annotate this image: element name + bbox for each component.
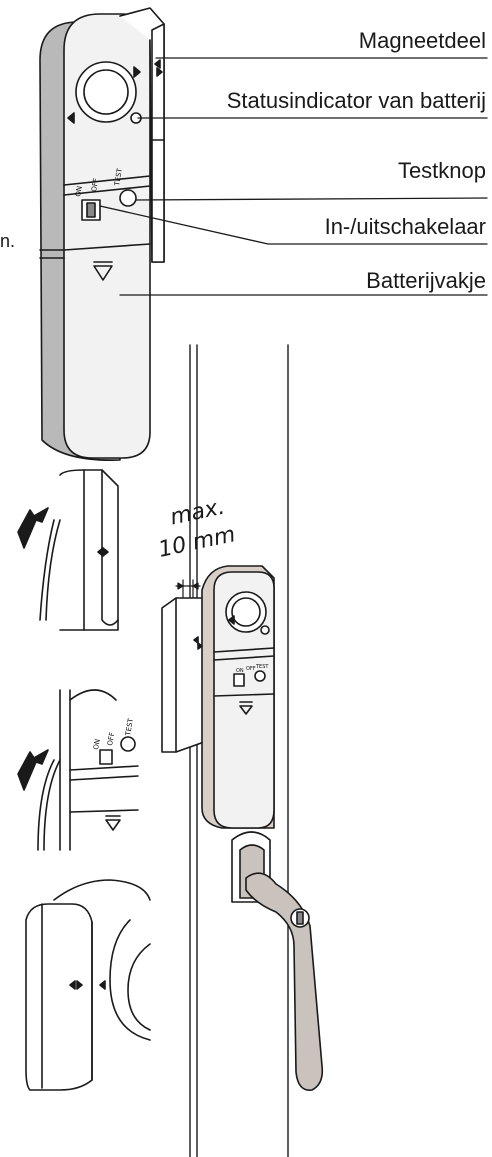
alarm-unit-main (40, 14, 150, 460)
label-magnet-part: Magneetdeel (359, 30, 486, 52)
mounted-alarm-unit (202, 566, 274, 828)
test-button-icon (120, 190, 136, 206)
detail-step-3 (26, 880, 150, 1090)
marking-test-detail: TEST (124, 717, 135, 737)
marking-on-detail: ON (92, 738, 102, 750)
label-battery-indicator: Statusindicator van batterij (227, 90, 486, 112)
marking-on-small: ON (236, 668, 244, 674)
marking-test-small: TEST (255, 664, 269, 670)
speaker-icon (76, 62, 136, 122)
press-arrow-icon (18, 508, 48, 548)
label-test-button: Testknop (398, 160, 486, 182)
marking-off-small: OFF (246, 666, 256, 672)
label-cut-off-fragment: n. (0, 232, 15, 250)
detail-step-2 (18, 690, 138, 850)
mounted-magnet-part (162, 598, 204, 752)
window-handle (232, 832, 322, 1090)
label-battery-compartment: Batterijvakje (366, 270, 486, 292)
label-on-off-switch: In-/uitschakelaar (325, 216, 486, 238)
marking-off-detail: OFF (106, 732, 116, 747)
detail-step-1 (18, 470, 118, 630)
press-arrow-icon-2 (18, 750, 48, 790)
